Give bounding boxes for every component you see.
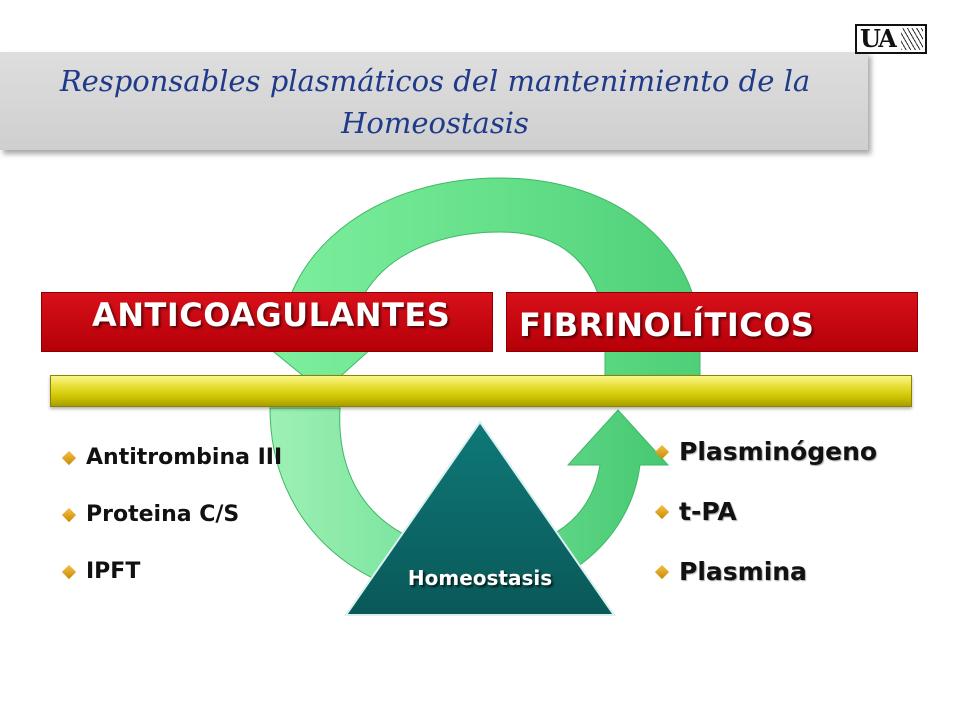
diamond-bullet-icon [61,450,77,465]
anticoagulantes-box: ANTICOAGULANTES [41,292,493,352]
logo-tree-icon [901,28,923,50]
list-item-label: Plasmina [679,557,807,586]
anticoagulantes-list: Antitrombina III Proteina C/S IPFT [61,443,283,614]
slide-title: Responsables plasmáticos del mantenimien… [59,64,811,140]
list-item: Plasminógeno [654,436,878,468]
list-item: Antitrombina III [61,443,283,472]
list-item-label: t-PA [679,497,737,526]
diamond-bullet-icon [654,564,670,580]
list-item-label: IPFT [86,559,141,584]
diamond-bullet-icon [654,504,670,520]
fibrinoliticos-list: Plasminógeno t-PA Plasmina [654,436,878,616]
anticoagulantes-label: ANTICOAGULANTES [92,296,451,334]
logo-text: UA [860,24,897,53]
fibrinoliticos-box: FIBRINOLÍTICOS [506,292,918,352]
list-item: t-PA [654,496,877,528]
list-item: Proteina C/S [61,500,282,529]
title-band [0,52,868,150]
diamond-bullet-icon [61,507,77,522]
fibrinoliticos-label: FIBRINOLÍTICOS [519,306,815,344]
diamond-bullet-icon [61,564,77,579]
list-item: IPFT [61,557,282,586]
balance-bar [50,375,912,407]
homeostasis-label: Homeostasis [407,566,553,590]
list-item: Plasmina [654,556,877,588]
upper-cycle-arrow [245,177,701,393]
list-item-label: Proteina C/S [86,502,240,527]
diamond-bullet-icon [654,444,670,460]
list-item-label: Antitrombina III [86,445,283,470]
ua-logo: UA [855,24,927,54]
list-item-label: Plasminógeno [679,437,878,466]
homeostasis-triangle [344,420,616,616]
